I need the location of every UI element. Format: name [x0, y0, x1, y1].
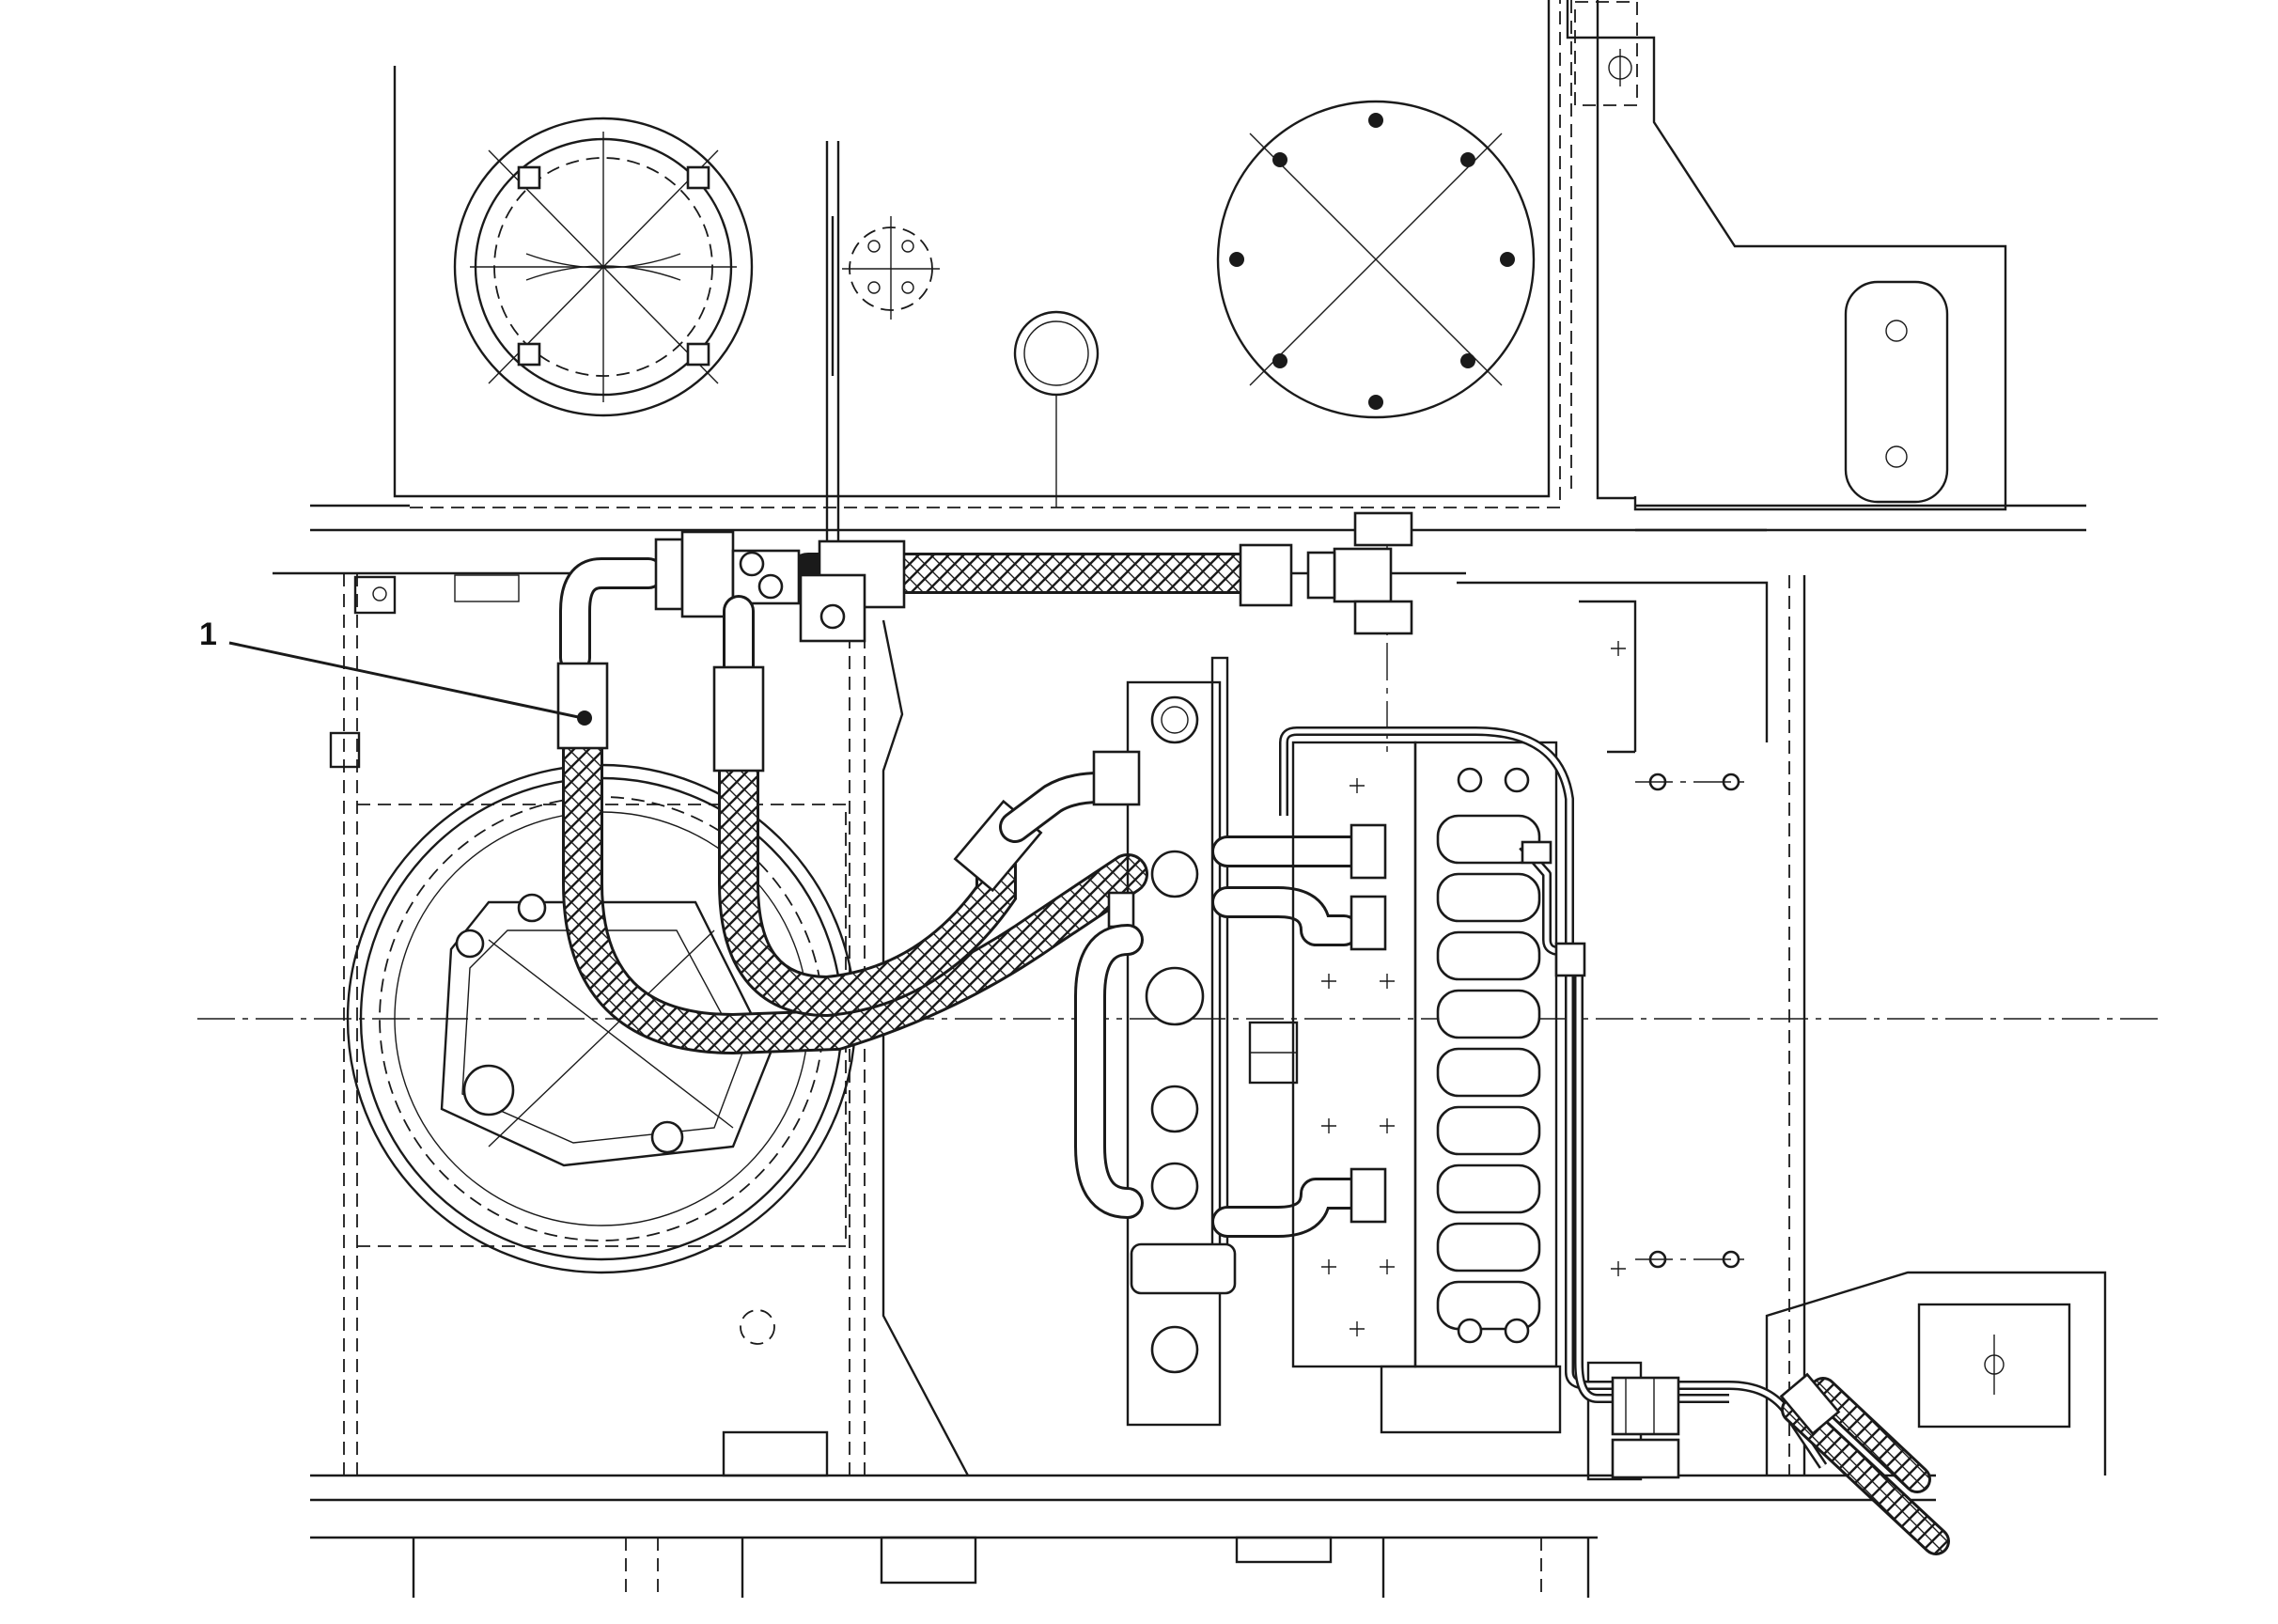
lower-frame	[329, 573, 1806, 1476]
manifold-block	[1092, 656, 1237, 1427]
inspection-cover-right	[1216, 100, 1536, 419]
pump-drum	[346, 763, 857, 1274]
outlet-hoses	[1779, 1372, 1950, 1555]
braided-hoses	[556, 662, 1148, 1055]
valve-bank	[1248, 741, 1643, 1481]
callout-1-leader	[228, 641, 592, 726]
top-hose	[788, 511, 1413, 643]
filler-cap	[842, 216, 1100, 508]
mounting-studs	[1321, 641, 1748, 1336]
tank-housing	[393, 0, 2007, 511]
dipstick	[825, 141, 840, 545]
corner-bracket	[1765, 1271, 2107, 1476]
manifold-pipes	[1074, 823, 1387, 1238]
pilot-tubes	[1279, 726, 1828, 1479]
elbow-pipes	[559, 530, 801, 693]
valve-spools	[1436, 814, 1541, 1331]
inspection-cover-left	[453, 117, 754, 417]
callout-label-1: 1	[199, 617, 217, 652]
